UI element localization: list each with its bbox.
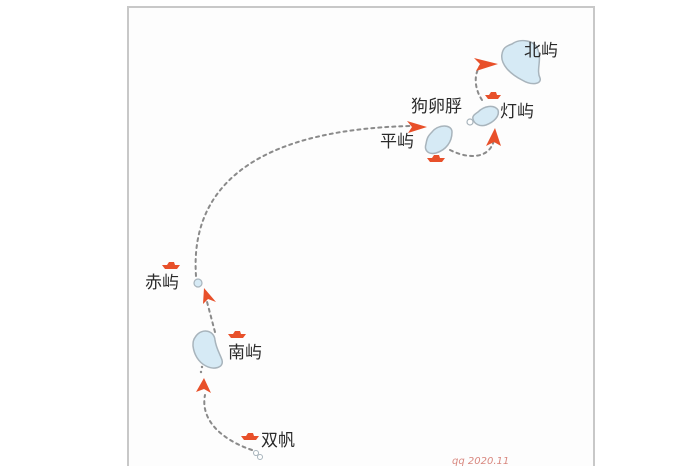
island-chiyu xyxy=(193,278,203,288)
island-nanyu xyxy=(192,330,223,369)
watermark: qq 2020.11 xyxy=(452,456,510,466)
place-label-beiyu: 北屿 xyxy=(524,41,558,61)
island-dengyu-islet xyxy=(466,118,474,126)
place-label-shuangfan: 双帆 xyxy=(261,431,295,451)
island-dengyu xyxy=(472,105,500,127)
route-shuangfan-nanyu xyxy=(203,394,253,451)
boat-icon xyxy=(162,262,180,269)
island-pingyu xyxy=(424,125,453,155)
place-label-chiyu: 赤屿 xyxy=(145,273,179,293)
route-pingyu-dengyu xyxy=(449,139,495,157)
route-chiyu-pingyu xyxy=(194,125,411,277)
arrow-to-dengyu xyxy=(486,128,501,146)
route-nanyu-chiyu xyxy=(205,297,216,333)
boat-icon xyxy=(427,155,445,162)
arrow-to-chiyu xyxy=(203,288,216,304)
place-label-dengyu: 灯屿 xyxy=(500,102,534,122)
arrow-to-beiyu xyxy=(474,58,498,71)
rock-shuangfan-1 xyxy=(253,450,259,456)
island-beiyu xyxy=(501,39,541,85)
route-dengyu-beiyu xyxy=(474,65,483,101)
arrow-to-nanyu xyxy=(196,378,211,393)
place-label-gouluanpao: 狗卵脬 xyxy=(411,97,462,117)
boat-icon xyxy=(241,433,259,440)
place-label-pingyu: 平屿 xyxy=(380,132,414,152)
rock-shuangfan-2 xyxy=(257,454,263,460)
boat-icon xyxy=(485,92,501,99)
boat-icon xyxy=(228,331,246,338)
place-label-nanyu: 南屿 xyxy=(228,343,262,363)
arrow-to-pingyu xyxy=(407,121,427,133)
